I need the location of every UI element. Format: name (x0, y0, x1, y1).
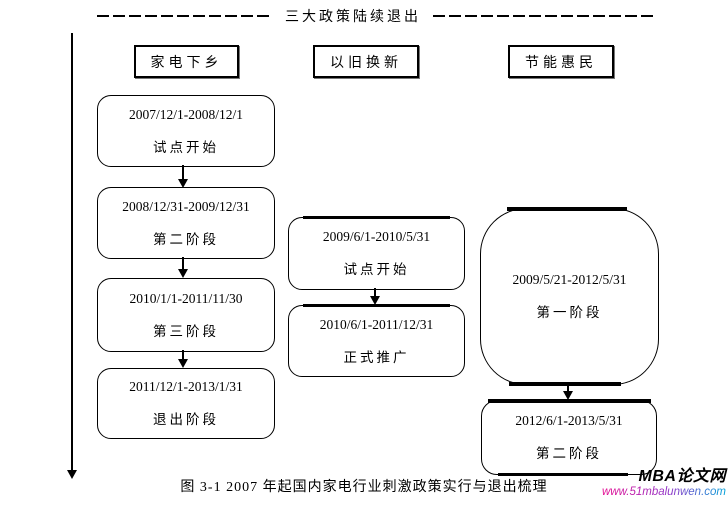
watermark-site-name: MBA论文网 (638, 468, 726, 485)
banner-title: 三大政策陆续退出 (285, 10, 421, 25)
thick-edge (488, 399, 651, 403)
stage-box-col1-2: 2008/12/31-2009/12/31 第二阶段 (97, 187, 275, 259)
arrowhead-icon (370, 296, 380, 305)
arrow-shaft (374, 288, 376, 296)
arrow-shaft (567, 383, 569, 391)
banner: 三大政策陆续退出 (97, 6, 654, 26)
flow-arrow (177, 257, 189, 278)
stage-date: 2012/6/1-2013/5/31 (515, 413, 623, 428)
stage-date: 2010/1/1-2011/11/30 (129, 290, 243, 306)
arrow-shaft (182, 350, 184, 359)
watermark-url: www.51mbalunwen.com (601, 486, 726, 499)
stage-label: 第二阶段 (536, 446, 602, 461)
stage-label: 退出阶段 (153, 412, 219, 427)
flow-arrow (177, 165, 189, 188)
dashed-line-left (97, 14, 273, 18)
arrowhead-icon (178, 179, 188, 188)
stage-box-col1-1: 2007/12/1-2008/12/1 试点开始 (97, 95, 275, 167)
stage-label: 第一阶段 (536, 305, 603, 320)
column-header-trade-old-for-new: 以旧换新 (313, 45, 419, 78)
stage-box-col3-1: 2009/5/21-2012/5/31 第一阶段 (480, 207, 659, 386)
stage-box-col1-3: 2010/1/1-2011/11/30 第三阶段 (97, 278, 275, 352)
thick-edge (303, 216, 450, 219)
arrowhead-icon (563, 391, 573, 400)
thick-edge (507, 207, 627, 211)
stage-box-col2-2: 2010/6/1-2011/12/31 正式推广 (288, 304, 465, 377)
thick-edge (498, 473, 628, 476)
stage-date: 2007/12/1-2008/12/1 (129, 106, 243, 122)
timeline-arrow (66, 33, 78, 479)
column-header-energy-saving-benefit: 节能惠民 (508, 45, 614, 78)
column-header-home-appliances-to-countryside: 家电下乡 (134, 45, 239, 78)
stage-box-col2-1: 2009/6/1-2010/5/31 试点开始 (288, 216, 465, 290)
stage-date: 2009/5/21-2012/5/31 (512, 272, 627, 287)
stage-date: 2008/12/31-2009/12/31 (122, 198, 250, 214)
thick-edge (303, 304, 450, 307)
thick-edge (509, 382, 621, 386)
stage-box-col3-2: 2012/6/1-2013/5/31 第二阶段 (481, 399, 657, 476)
arrow-shaft (182, 165, 184, 179)
flow-arrow (369, 288, 381, 305)
arrow-shaft (71, 33, 73, 470)
watermark: MBA论文网 www.51mbalunwen.com (602, 468, 726, 500)
stage-date: 2009/6/1-2010/5/31 (322, 229, 431, 244)
stage-date: 2011/12/1-2013/1/31 (129, 379, 243, 394)
stage-label: 第三阶段 (153, 323, 219, 339)
arrow-shaft (182, 257, 184, 269)
stage-label: 第二阶段 (153, 231, 219, 247)
stage-date: 2010/6/1-2011/12/31 (319, 316, 434, 332)
arrowhead-icon (178, 359, 188, 368)
flow-arrow (177, 350, 189, 368)
stage-label: 试点开始 (153, 139, 219, 155)
flow-arrow (562, 383, 574, 400)
arrowhead-icon (67, 470, 77, 479)
stage-label: 正式推广 (343, 349, 410, 365)
figure-caption: 图 3-1 2007 年起国内家电行业刺激政策实行与退出梳理 (180, 480, 548, 495)
dashed-line-right (433, 14, 654, 18)
arrowhead-icon (178, 269, 188, 278)
stage-box-col1-4: 2011/12/1-2013/1/31 退出阶段 (97, 368, 275, 439)
stage-label: 试点开始 (343, 262, 410, 277)
